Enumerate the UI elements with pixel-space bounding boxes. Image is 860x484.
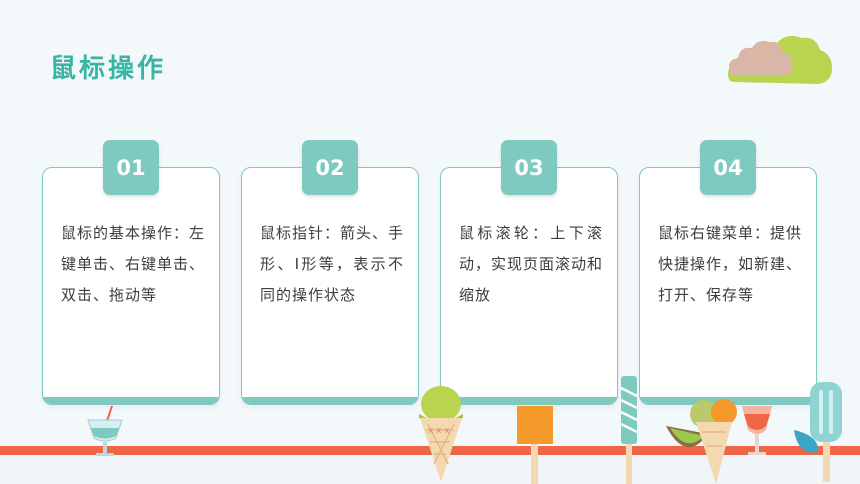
orange-popsicle-icon	[517, 406, 553, 484]
card-2-number-badge: 02	[302, 140, 358, 195]
card-3: 鼠标滚轮：上下滚动，实现页面滚动和缩放	[440, 167, 618, 405]
ice-cream-group-icon	[666, 399, 772, 484]
card-1-footer-bar	[43, 397, 219, 404]
ground-stripe	[0, 446, 860, 455]
drink-glass-icon	[87, 405, 123, 456]
page-title: 鼠标操作	[50, 54, 167, 84]
card-3-text: 鼠标滚轮：上下滚动，实现页面滚动和缩放	[459, 224, 604, 304]
card-1-text: 鼠标的基本操作：左键单击、右键单击、双击、拖动等	[61, 224, 206, 304]
cloud-icon	[728, 36, 832, 84]
card-1: 鼠标的基本操作：左键单击、右键单击、双击、拖动等	[42, 167, 220, 405]
striped-popsicle-icon	[620, 376, 638, 484]
card-3-number-badge: 03	[501, 140, 557, 195]
blue-popsicle-icon	[794, 382, 842, 482]
card-4-number-badge: 04	[700, 140, 756, 195]
card-3-footer-bar	[441, 397, 617, 404]
svg-text:x x x: x x x	[428, 426, 450, 436]
ice-cream-cone-icon: x x x	[419, 386, 463, 482]
card-2-footer-bar	[242, 397, 418, 404]
card-2-text: 鼠标指针：箭头、手形、I形等，表示不同的操作状态	[260, 224, 405, 304]
card-1-number-badge: 01	[103, 140, 159, 195]
card-4: 鼠标右键菜单：提供快捷操作，如新建、打开、保存等	[639, 167, 817, 405]
card-2: 鼠标指针：箭头、手形、I形等，表示不同的操作状态	[241, 167, 419, 405]
card-4-text: 鼠标右键菜单：提供快捷操作，如新建、打开、保存等	[658, 224, 803, 304]
